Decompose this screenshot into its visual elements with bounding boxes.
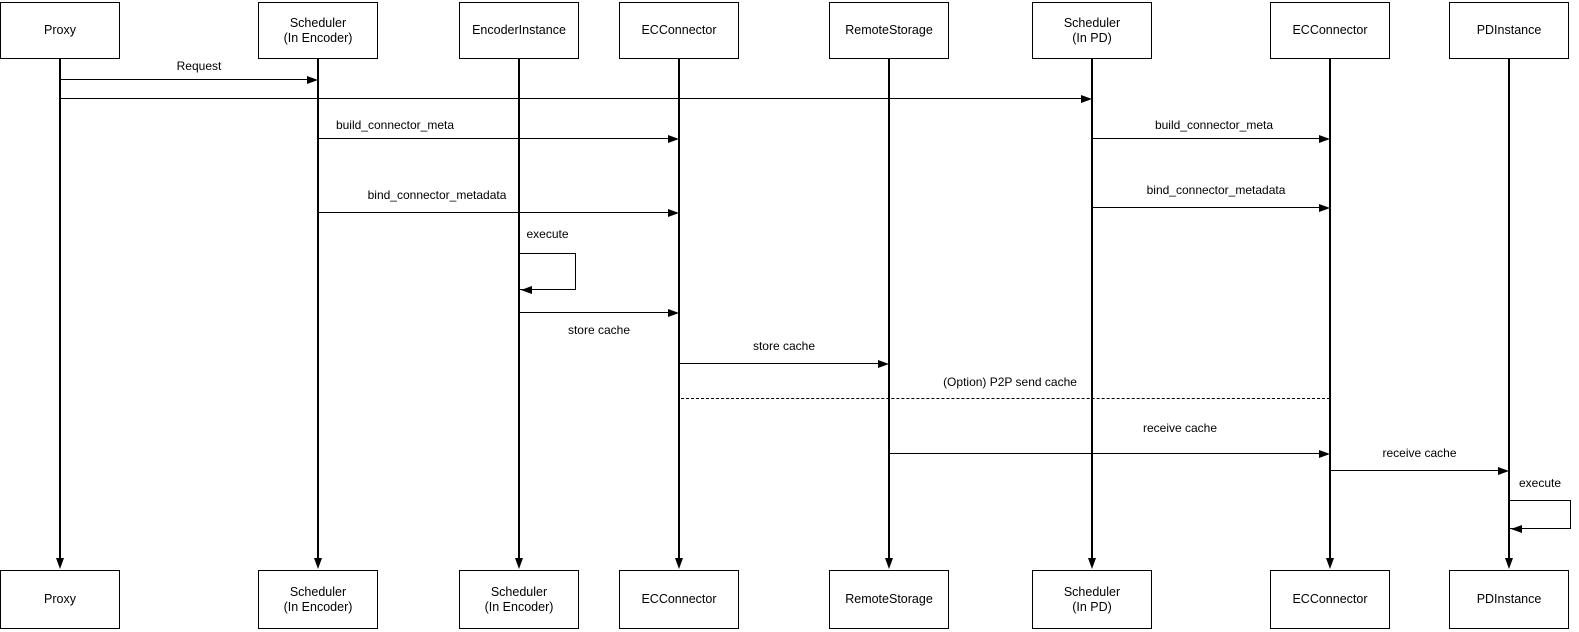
message-request-arrowhead xyxy=(307,76,318,84)
actor-bottom-scheduler-in-encoder: Scheduler (In Encoder) xyxy=(258,570,378,629)
message-execute-pd-arrowhead xyxy=(1511,525,1522,533)
actor-bottom-proxy: Proxy xyxy=(0,570,120,629)
lifeline-scheduler-in-pd xyxy=(1091,59,1093,559)
actor-top-ec-connector-encoder: ECConnector xyxy=(619,2,739,59)
message-build-connector-meta-encoder-label: build_connector_meta xyxy=(335,118,455,132)
lifeline-encoder-instance-arrowhead xyxy=(515,558,523,569)
message-build-connector-meta-pd-label: build_connector_meta xyxy=(1154,118,1274,132)
message-bind-connector-metadata-pd-arrowhead xyxy=(1319,204,1330,212)
lifeline-scheduler-in-encoder-arrowhead xyxy=(314,558,322,569)
message-build-connector-meta-pd-arrowhead xyxy=(1319,135,1330,143)
actor-top-remote-storage: RemoteStorage xyxy=(829,2,949,59)
actor-bottom-ec-connector-encoder: ECConnector xyxy=(619,570,739,629)
actor-bottom-remote-storage: RemoteStorage xyxy=(829,570,949,629)
message-bind-connector-metadata-pd-label: bind_connector_metadata xyxy=(1146,183,1286,197)
lifeline-scheduler-in-pd-arrowhead xyxy=(1088,558,1096,569)
message-execute-pd-label: execute xyxy=(1518,476,1562,490)
message-receive-cache-pd-line xyxy=(1330,470,1505,471)
message-bind-connector-metadata-encoder-arrowhead xyxy=(668,209,679,217)
message-store-cache-remote-line xyxy=(679,363,885,364)
message-p2p-send-cache-label: (Option) P2P send cache xyxy=(943,375,1077,389)
message-request-line xyxy=(60,79,314,80)
message-receive-cache-remote-label: receive cache xyxy=(1142,421,1218,435)
message-encoder-store-cache-line xyxy=(519,312,675,313)
message-p2p-send-cache-line xyxy=(681,398,1330,399)
message-receive-cache-pd-arrowhead xyxy=(1498,467,1509,475)
lifeline-proxy xyxy=(59,59,61,559)
message-encoder-store-cache-label: store cache xyxy=(567,323,631,337)
message-execute-encoder-label: execute xyxy=(526,227,569,241)
actor-top-pd-instance: PDInstance xyxy=(1449,2,1569,59)
message-bind-connector-metadata-encoder-line xyxy=(318,212,675,213)
message-store-cache-remote-arrowhead xyxy=(878,360,889,368)
message-receive-cache-remote-line xyxy=(889,453,1326,454)
lifeline-remote-storage xyxy=(888,59,890,559)
actor-top-scheduler-in-encoder: Scheduler (In Encoder) xyxy=(258,2,378,59)
message-proxy-to-scheduler-pd-arrowhead xyxy=(1081,95,1092,103)
actor-bottom-scheduler-in-pd: Scheduler (In PD) xyxy=(1032,570,1152,629)
lifeline-ec-connector-encoder-arrowhead xyxy=(675,558,683,569)
actor-top-scheduler-in-pd: Scheduler (In PD) xyxy=(1032,2,1152,59)
message-build-connector-meta-encoder-arrowhead xyxy=(668,135,679,143)
actor-top-encoder-instance: EncoderInstance xyxy=(459,2,579,59)
lifeline-scheduler-in-encoder xyxy=(317,59,319,559)
lifeline-pd-instance-arrowhead xyxy=(1505,558,1513,569)
message-bind-connector-metadata-pd-line xyxy=(1092,207,1326,208)
lifeline-ec-connector-pd xyxy=(1329,59,1331,559)
message-build-connector-meta-encoder-line xyxy=(318,138,675,139)
message-build-connector-meta-pd-line xyxy=(1092,138,1326,139)
lifeline-remote-storage-arrowhead xyxy=(885,558,893,569)
message-proxy-to-scheduler-pd-line xyxy=(60,98,1088,99)
lifeline-proxy-arrowhead xyxy=(56,558,64,569)
message-receive-cache-remote-arrowhead xyxy=(1319,450,1330,458)
message-store-cache-remote-label: store cache xyxy=(752,339,816,353)
actor-top-proxy: Proxy xyxy=(0,2,120,59)
message-encoder-store-cache-arrowhead xyxy=(668,309,679,317)
message-execute-encoder-loop xyxy=(519,253,576,290)
message-execute-pd-loop xyxy=(1509,500,1571,529)
lifeline-pd-instance xyxy=(1508,59,1510,559)
lifeline-ec-connector-pd-arrowhead xyxy=(1326,558,1334,569)
lifeline-encoder-instance xyxy=(518,59,520,559)
actor-bottom-encoder-instance: Scheduler (In Encoder) xyxy=(459,570,579,629)
message-bind-connector-metadata-encoder-label: bind_connector_metadata xyxy=(367,188,507,202)
actor-bottom-ec-connector-pd: ECConnector xyxy=(1270,570,1390,629)
message-execute-encoder-arrowhead xyxy=(521,286,532,294)
actor-bottom-pd-instance: PDInstance xyxy=(1449,570,1569,629)
actor-top-ec-connector-pd: ECConnector xyxy=(1270,2,1390,59)
